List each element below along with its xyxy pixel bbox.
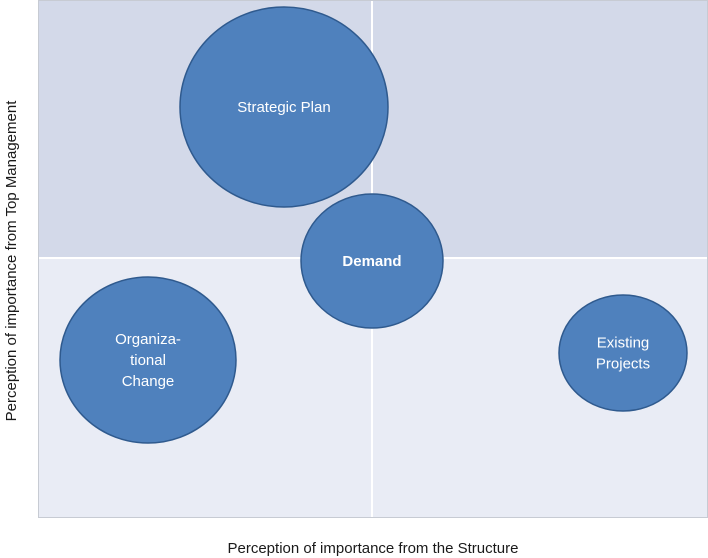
bubble-demand: Demand [300,193,444,329]
existing-projects-label-line: Existing [597,335,650,352]
existing-projects-circle [558,294,688,412]
strategic-plan-circle [179,6,389,208]
strategic-plan-label-line: Strategic Plan [237,99,330,116]
existing-projects-label-line: Projects [596,356,650,373]
y-axis-title: Perception of importance from Top Manage… [3,100,20,422]
demand-label-line: Demand [342,253,401,270]
organizational-change-circle [59,276,237,444]
bubble-strategic-plan: Strategic Plan [179,6,389,208]
organizational-change-label-line: Change [122,373,175,390]
organizational-change-label-line: Organiza- [115,331,181,348]
x-axis-title: Perception of importance from the Struct… [228,540,519,557]
organizational-change-label-line: tional [130,352,166,369]
bubbles: Strategic PlanDemandOrganiza-tionalChang… [59,6,688,444]
demand-circle [300,193,444,329]
